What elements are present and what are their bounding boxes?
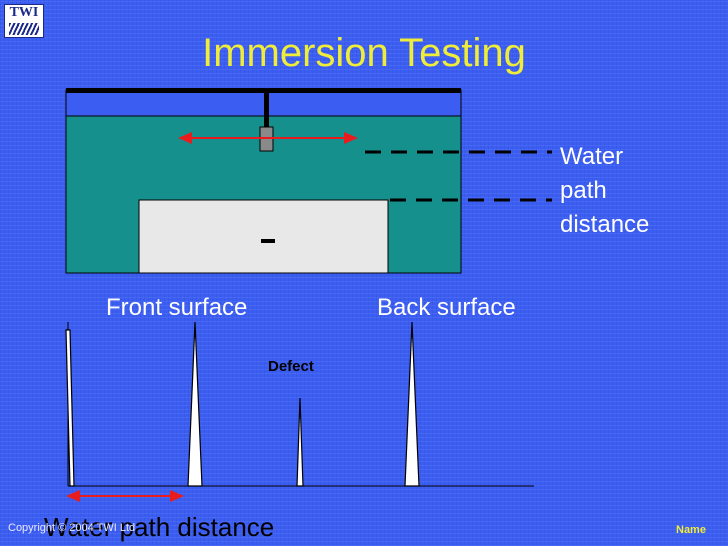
wpd-arrow-right-head (170, 490, 184, 502)
scan-arrow-right-head (344, 132, 358, 144)
footer-name: Name (676, 524, 706, 536)
copyright-text: Copyright © 2004 TWI Ltd (8, 522, 136, 534)
wpd-arrow-left-head (66, 490, 80, 502)
front-surface-peak (187, 321, 203, 487)
specimen (138, 199, 389, 274)
twi-logo: TWI (4, 4, 44, 38)
specimen-defect (261, 239, 275, 243)
probe-rod (264, 92, 269, 128)
defect-peak (296, 397, 304, 487)
front-surface-label: Front surface (106, 294, 248, 321)
back-surface-peak (404, 321, 420, 487)
initial-pulse-peak (65, 329, 75, 487)
logo-text: TWI (9, 5, 39, 20)
scan-arrow-left-head (178, 132, 192, 144)
water-path-distance-label: Water path distance (44, 512, 275, 542)
defect-label: Defect (268, 358, 314, 375)
back-surface-label: Back surface (377, 294, 516, 321)
page-title: Immersion Testing (202, 31, 526, 75)
water-path-label-line-3: distance (560, 211, 650, 238)
tank-air-gap (65, 89, 462, 117)
water-path-label-line-2: path (560, 177, 607, 204)
water-path-label-line-1: Water (560, 143, 624, 170)
scanner-bridge (66, 88, 461, 93)
water-path-label: Water path distance (560, 140, 710, 242)
logo-stripes (9, 23, 39, 35)
